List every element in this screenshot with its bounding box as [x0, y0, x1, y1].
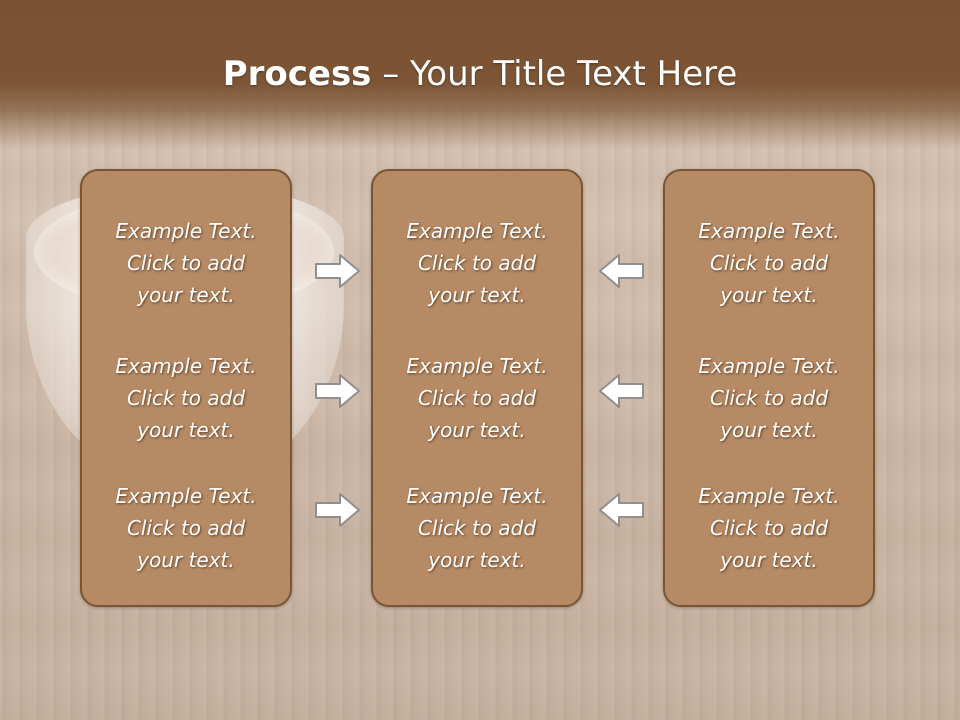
text-placeholder[interactable]: Example Text. Click to add your text. — [406, 484, 548, 572]
text-placeholder[interactable]: Example Text. Click to add your text. — [115, 219, 257, 307]
title-bar — [0, 0, 960, 150]
text-placeholder[interactable]: Example Text. Click to add your text. — [115, 354, 257, 442]
text-placeholder[interactable]: Example Text. Click to add your text. — [698, 484, 840, 572]
text-placeholder[interactable]: Example Text. Click to add your text. — [406, 354, 548, 442]
left-arrow-icon — [599, 493, 644, 527]
text-placeholder[interactable]: Example Text. Click to add your text. — [115, 484, 257, 572]
right-arrow-icon — [315, 374, 360, 408]
left-arrow-icon — [599, 374, 644, 408]
process-box-center[interactable]: Example Text. Click to add your text. Ex… — [371, 169, 583, 607]
text-placeholder[interactable]: Example Text. Click to add your text. — [698, 219, 840, 307]
slide-title[interactable]: Process – Your Title Text Here — [0, 52, 960, 96]
right-arrow-icon — [315, 493, 360, 527]
left-arrow-icon — [599, 254, 644, 288]
slide-title-rest: – Your Title Text Here — [371, 54, 738, 94]
text-placeholder[interactable]: Example Text. Click to add your text. — [698, 354, 840, 442]
slide-title-bold: Process — [222, 54, 372, 94]
text-placeholder[interactable]: Example Text. Click to add your text. — [406, 219, 548, 307]
process-box-left[interactable]: Example Text. Click to add your text. Ex… — [80, 169, 292, 607]
right-arrow-icon — [315, 254, 360, 288]
process-box-right[interactable]: Example Text. Click to add your text. Ex… — [663, 169, 875, 607]
